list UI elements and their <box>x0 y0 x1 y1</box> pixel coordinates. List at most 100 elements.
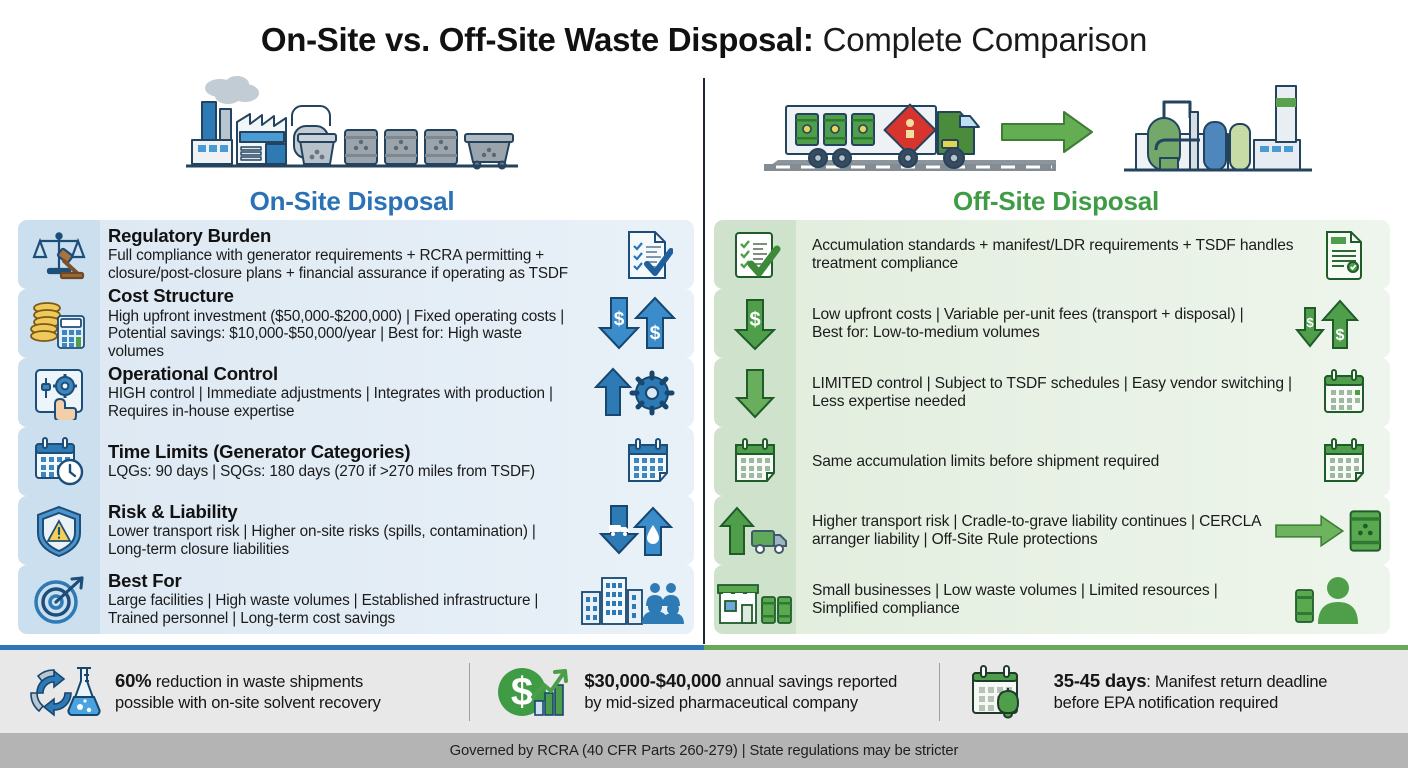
green-dollar-down-arrow-icon: $ <box>714 289 796 358</box>
onsite-cell-time-limits: Time Limits (Generator Categories) LQGs:… <box>18 427 694 496</box>
page-title-light: Complete Comparison <box>822 21 1148 58</box>
table-row: Risk & Liability Lower transport risk | … <box>18 496 1390 565</box>
row-body: Higher transport risk | Cradle-to-grave … <box>796 496 1274 565</box>
stat-line-2: possible with on-site solvent recovery <box>115 693 381 712</box>
stat-value: 35-45 days <box>1053 670 1147 692</box>
row-description: LQGs: 90 days | SQGs: 180 days (270 if >… <box>108 463 535 481</box>
onsite-cell-best-for: Best For Large facilities | High waste v… <box>18 565 694 634</box>
offsite-column-label: Off-Site Disposal <box>952 186 1160 216</box>
table-row: Cost Structure High upfront investment (… <box>18 289 1390 358</box>
row-body: Operational Control HIGH control | Immed… <box>100 358 578 427</box>
row-body: LIMITED control | Subject to TSDF schedu… <box>796 358 1304 427</box>
calendar-icon <box>608 427 694 496</box>
svg-text:$: $ <box>650 323 661 344</box>
row-body: Same accumulation limits before shipment… <box>796 427 1304 496</box>
office-building-and-people-icon <box>578 565 694 634</box>
row-description: LIMITED control | Subject to TSDF schedu… <box>812 374 1292 410</box>
svg-text:$: $ <box>1336 327 1345 344</box>
row-description: Small businesses | Low waste volumes | L… <box>812 581 1218 617</box>
dollar-down-up-arrows-icon: $ $ <box>578 289 694 358</box>
onsite-cell-regulatory-burden: Regulatory Burden Full compliance with g… <box>18 220 694 289</box>
row-body: Cost Structure High upfront investment (… <box>100 289 578 358</box>
offsite-header: Off-Site Disposal <box>704 72 1408 220</box>
dollar-growth-chart-icon: $ <box>495 663 571 721</box>
onsite-cell-risk-liability: Risk & Liability Lower transport risk | … <box>18 496 694 565</box>
svg-text:$: $ <box>749 309 760 331</box>
row-body: Accumulation standards + manifest/LDR re… <box>796 220 1304 289</box>
row-description: Lower transport risk | Higher on-site ri… <box>108 523 536 559</box>
stat-line-2: before EPA notification required <box>1053 693 1279 712</box>
svg-text:$: $ <box>614 309 625 330</box>
row-description: Same accumulation limits before shipment… <box>812 452 1160 470</box>
rule-right-green <box>704 645 1408 650</box>
offsite-cell-risk-liability: Higher transport risk | Cradle-to-grave … <box>714 496 1390 565</box>
table-row: Time Limits (Generator Categories) LQGs:… <box>18 427 1390 496</box>
green-checklist-clipboard-icon <box>714 220 796 289</box>
table-row: Regulatory Burden Full compliance with g… <box>18 220 1390 289</box>
svg-text:$: $ <box>511 670 533 714</box>
page-title: On-Site vs. Off-Site Waste Disposal: Com… <box>0 0 1408 72</box>
onsite-header: On-Site Disposal <box>0 72 704 220</box>
offsite-cell-time-limits: Same accumulation limits before shipment… <box>714 427 1390 496</box>
green-arrow-to-hazard-drum-icon <box>1274 496 1390 565</box>
truck-down-spill-up-arrows-icon <box>578 496 694 565</box>
offsite-cell-operational-control: LIMITED control | Subject to TSDF schedu… <box>714 358 1390 427</box>
section-divider-rule <box>0 645 1408 650</box>
row-description: Accumulation standards + manifest/LDR re… <box>812 236 1294 272</box>
stat-rest: reduction in waste shipments <box>151 673 363 692</box>
row-title: Cost Structure <box>108 289 234 306</box>
row-body: Risk & Liability Lower transport risk | … <box>100 496 578 565</box>
stat-item: 60% reduction in waste shipments possibl… <box>0 661 469 723</box>
stat-line-1: 60% reduction in waste shipments <box>115 670 381 693</box>
green-calendar-icon <box>714 427 796 496</box>
footer-bar: Governed by RCRA (40 CFR Parts 260-279) … <box>0 733 1408 768</box>
stat-text: 60% reduction in waste shipments possibl… <box>115 670 381 713</box>
row-title: Risk & Liability <box>108 500 238 522</box>
row-title: Time Limits (Generator Categories) <box>108 440 411 462</box>
up-arrow-gear-icon <box>578 358 694 427</box>
row-body: Time Limits (Generator Categories) LQGs:… <box>100 427 608 496</box>
header-illustrations: On-Site Disposal <box>0 72 1408 220</box>
footer-text: Governed by RCRA (40 CFR Parts 260-279) … <box>449 742 959 759</box>
stat-item: 35-45 days: Manifest return deadline bef… <box>938 661 1408 723</box>
row-body: Best For Large facilities | High waste v… <box>100 565 578 634</box>
stat-line-1: $30,000-$40,000 annual savings reported <box>584 670 897 693</box>
key-statistics-strip: 60% reduction in waste shipments possibl… <box>0 650 1408 733</box>
calendar-bell-icon <box>965 663 1041 721</box>
green-dollar-down-up-arrows-icon: $ $ <box>1274 289 1390 358</box>
row-description: Higher transport risk | Cradle-to-grave … <box>812 512 1261 548</box>
target-with-arrow-icon <box>18 565 100 634</box>
coins-and-calculator-icon <box>18 289 100 358</box>
offsite-cell-cost-structure: $ Low upfront costs | Variable per-unit … <box>714 289 1390 358</box>
row-title: Best For <box>108 569 182 591</box>
table-row: Best For Large facilities | High waste v… <box>18 565 1390 634</box>
stat-line-1: 35-45 days: Manifest return deadline <box>1054 670 1328 693</box>
green-down-arrow-icon <box>714 358 796 427</box>
factory-with-waste-drums-illustration <box>182 72 522 184</box>
row-description: Large facilities | High waste volumes | … <box>108 592 539 628</box>
stat-value: $30,000-$40,000 <box>584 670 722 692</box>
row-title: Regulatory Burden <box>108 224 272 246</box>
comparison-rows: Regulatory Burden Full compliance with g… <box>0 220 1408 640</box>
green-calendar-icon <box>1304 358 1390 427</box>
green-calendar-icon <box>1304 427 1390 496</box>
offsite-cell-best-for: Small businesses | Low waste volumes | L… <box>714 565 1390 634</box>
drum-and-person-icon <box>1274 565 1390 634</box>
row-body: Small businesses | Low waste volumes | L… <box>796 565 1274 634</box>
shield-warning-icon <box>18 496 100 565</box>
document-checklist-checkmark-icon <box>608 220 694 289</box>
storefront-and-drums-icon <box>714 565 796 634</box>
stat-rest: : Manifest return deadline <box>1146 673 1328 692</box>
recycling-flask-icon <box>26 663 102 721</box>
table-row: Operational Control HIGH control | Immed… <box>18 358 1390 427</box>
row-description: HIGH control | Immediate adjustments | I… <box>108 385 553 421</box>
stat-value: 60% <box>115 670 152 692</box>
rule-left-blue <box>0 645 704 650</box>
svg-text:$: $ <box>1306 315 1314 330</box>
control-panel-hand-gear-icon <box>18 358 100 427</box>
manifest-document-verified-icon <box>1304 220 1390 289</box>
column-divider <box>703 78 705 644</box>
row-description: Low upfront costs | Variable per-unit fe… <box>812 305 1244 341</box>
stat-text: $30,000-$40,000 annual savings reported … <box>584 670 897 713</box>
onsite-cell-operational-control: Operational Control HIGH control | Immed… <box>18 358 694 427</box>
